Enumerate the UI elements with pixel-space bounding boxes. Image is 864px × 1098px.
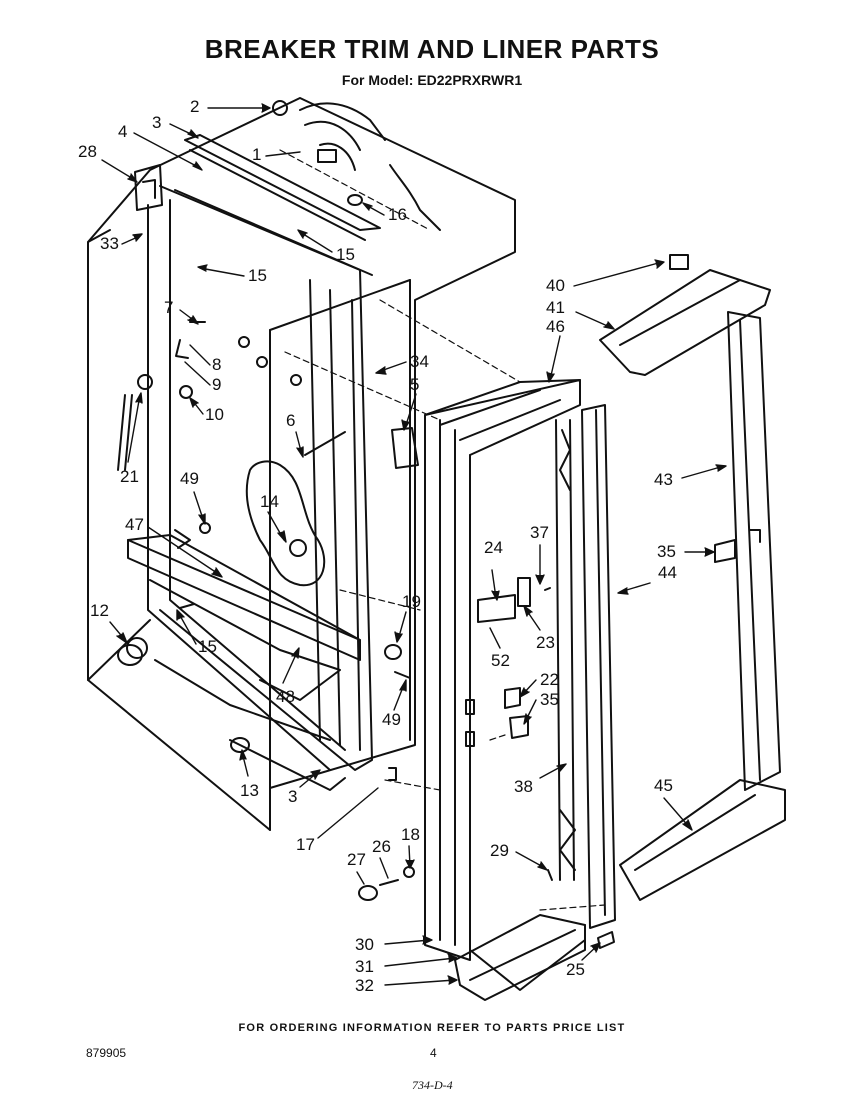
callout-label: 35 xyxy=(657,542,676,561)
callout-label: 8 xyxy=(212,355,221,374)
callout-label: 35 xyxy=(540,690,559,709)
callout-label: 27 xyxy=(347,850,366,869)
callout-label: 40 xyxy=(546,276,565,295)
cabinet-outline xyxy=(87,97,521,831)
callout-label: 6 xyxy=(286,411,295,430)
callout-label: 3 xyxy=(152,113,161,132)
callout-label: 5 xyxy=(410,375,419,394)
callout-label: 21 xyxy=(120,467,139,486)
callout-label: 18 xyxy=(401,825,420,844)
callout-label: 17 xyxy=(296,835,315,854)
callout-label: 15 xyxy=(248,266,267,285)
callout-label: 13 xyxy=(240,781,259,800)
callout-label: 49 xyxy=(180,469,199,488)
callout-label: 9 xyxy=(212,375,221,394)
callout-label: 52 xyxy=(491,651,510,670)
callout-label: 25 xyxy=(566,960,585,979)
callout-label: 7 xyxy=(164,298,173,317)
callout-label: 45 xyxy=(654,776,673,795)
callout-label: 19 xyxy=(402,592,421,611)
document-number: 879905 xyxy=(86,1046,127,1060)
callout-label: 24 xyxy=(484,538,503,557)
page-number: 4 xyxy=(430,1046,437,1060)
callout-label: 46 xyxy=(546,317,565,336)
ordering-info-text: FOR ORDERING INFORMATION REFER TO PARTS … xyxy=(238,1022,626,1034)
leader-arrows xyxy=(101,103,727,986)
callout-label: 16 xyxy=(388,205,407,224)
callout-label: 4 xyxy=(118,122,127,141)
callout-label: 34 xyxy=(410,352,429,371)
callout-label: 38 xyxy=(514,777,533,796)
callout-label: 15 xyxy=(336,245,355,264)
callout-label: 23 xyxy=(536,633,555,652)
callout-label: 26 xyxy=(372,837,391,856)
model-subtitle: For Model: ED22PRXRWR1 xyxy=(341,72,523,88)
callout-label: 49 xyxy=(382,710,401,729)
callout-label: 29 xyxy=(490,841,509,860)
callout-label: 22 xyxy=(540,670,559,689)
callout-label: 2 xyxy=(190,97,199,116)
callout-label: 37 xyxy=(530,523,549,542)
callout-label: 33 xyxy=(100,234,119,253)
callout-label: 3 xyxy=(288,787,297,806)
callout-label: 43 xyxy=(654,470,673,489)
handwritten-note: 734-D-4 xyxy=(412,1078,453,1092)
callout-label: 32 xyxy=(355,976,374,995)
breaker-trim-assembly xyxy=(599,254,786,901)
callout-label: 1 xyxy=(252,145,261,164)
callout-label: 14 xyxy=(260,492,279,511)
callout-labels: 2 3 4 28 1 16 33 15 15 7 8 9 10 21 34 5 … xyxy=(78,97,677,995)
callout-label: 10 xyxy=(205,405,224,424)
callout-label: 12 xyxy=(90,601,109,620)
callout-label: 31 xyxy=(355,957,374,976)
callout-label: 30 xyxy=(355,935,374,954)
callout-label: 41 xyxy=(546,298,565,317)
callout-label: 28 xyxy=(78,142,97,161)
callout-label: 48 xyxy=(276,687,295,706)
callout-label: 15 xyxy=(198,637,217,656)
callout-label: 44 xyxy=(658,563,677,582)
page-title: BREAKER TRIM AND LINER PARTS xyxy=(204,34,660,64)
door-liner-assembly xyxy=(358,379,616,1001)
callout-label: 47 xyxy=(125,515,144,534)
